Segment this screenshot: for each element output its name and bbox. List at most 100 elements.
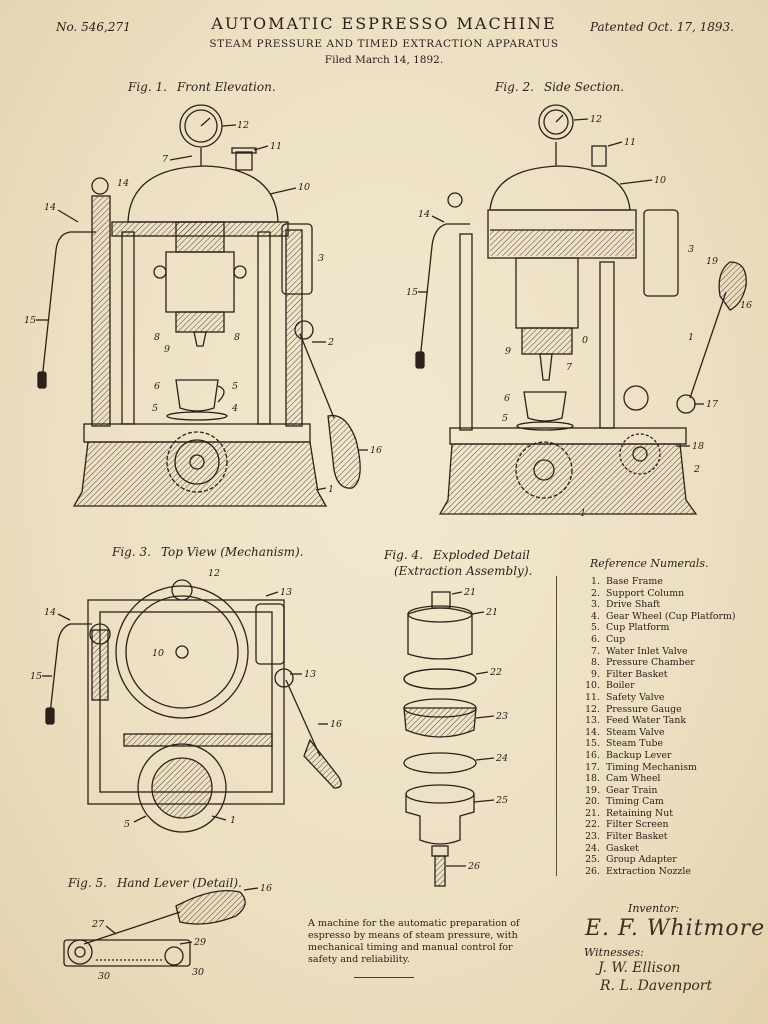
callout-0: 0 xyxy=(582,335,588,346)
fig1-title: Front Elevation. xyxy=(176,80,276,94)
fig5-end-pivot xyxy=(164,946,184,966)
fig1-number: Fig. 1. xyxy=(128,80,167,94)
fig2-caption: Fig. 2.Side Section. xyxy=(495,80,634,94)
fig1-caption: Fig. 1. Front Elevation. xyxy=(128,80,286,94)
fig1-cup xyxy=(175,379,219,412)
fig3-left-column xyxy=(91,629,109,701)
fig5-lever-handle xyxy=(175,889,246,925)
callout-17: 17 xyxy=(706,399,719,410)
fig3-number: Fig. 3. xyxy=(112,545,151,559)
fig1-lever-handle xyxy=(327,414,361,489)
callout-21a: 21 xyxy=(463,587,476,598)
fig2-lever-handle xyxy=(718,261,747,311)
callout-16: 16 xyxy=(260,883,272,894)
fig1-drawing xyxy=(37,104,361,507)
fig1-inner-column-left xyxy=(121,231,135,425)
reference-divider xyxy=(556,576,557,876)
callout-13a: 13 xyxy=(280,587,292,598)
fig3-callouts: 12 13 14 15 10 13 16 5 1 xyxy=(30,568,342,830)
filed-date: Filed March 14, 1892. xyxy=(324,54,444,66)
fig1-pressure-chamber xyxy=(165,251,235,313)
patent-number: No. 546,271 xyxy=(56,20,131,34)
callout-26: 26 xyxy=(467,861,480,872)
list-item: 6.Cup xyxy=(591,633,626,645)
callout-1a: 1 xyxy=(688,332,694,343)
patent-description: A machine for the automatic preparation … xyxy=(308,918,520,965)
inventor-signature: E. F. Whitmore xyxy=(585,916,766,941)
callout-9: 9 xyxy=(164,344,170,355)
list-item: 19.Gear Train xyxy=(585,784,658,796)
reference-list: 1.Base Frame 2.Support Column 3.Drive Sh… xyxy=(582,576,736,877)
list-item: 14.Steam Valve xyxy=(585,726,665,738)
callout-10: 10 xyxy=(654,175,666,186)
callout-22: 22 xyxy=(489,667,502,678)
fig5-title: Hand Lever (Detail). xyxy=(116,876,242,890)
fig2-pressure-chamber xyxy=(515,257,579,329)
fig1-cup-platform xyxy=(166,411,228,421)
list-item: 24.Gasket xyxy=(585,842,639,854)
fig4-extraction-nozzle xyxy=(434,855,446,887)
fig3-steam-tube xyxy=(49,623,92,715)
callout-8a: 8 xyxy=(154,332,160,343)
callout-2: 2 xyxy=(327,337,334,348)
fig5-lever-arm xyxy=(83,911,181,945)
callout-6a: 6 xyxy=(154,381,160,392)
fig5-lever-base xyxy=(63,939,191,967)
fig5-callouts: 16 27 29 30 30 xyxy=(91,883,272,982)
inventor-label: Inventor: xyxy=(628,902,680,915)
callout-5: 5 xyxy=(124,819,130,830)
fig5-pivot xyxy=(67,939,93,965)
fig4-group-adapter xyxy=(405,784,475,804)
callout-11: 11 xyxy=(270,141,282,152)
callout-5a: 5 xyxy=(152,403,158,414)
callout-16: 16 xyxy=(370,445,382,456)
fig4-callouts: 21 21 22 23 24 25 26 xyxy=(446,587,508,872)
callout-16: 16 xyxy=(740,300,752,311)
list-item: 10.Boiler xyxy=(585,680,635,692)
callout-14: 14 xyxy=(44,607,56,618)
list-item: 26.Extraction Nozzle xyxy=(585,865,691,877)
fig1-callouts: 12 11 7 10 14 14 3 15 8 8 9 2 6 5 5 16 4… xyxy=(24,120,382,495)
fig4-retaining-nut xyxy=(407,607,473,660)
list-item: 12.Pressure Gauge xyxy=(585,703,682,715)
list-item: 15.Steam Tube xyxy=(585,738,664,750)
fig3-drawing xyxy=(45,579,342,833)
list-item: 21.Retaining Nut xyxy=(585,807,674,819)
list-item: 11.Safety Valve xyxy=(585,691,665,703)
callout-15: 15 xyxy=(406,287,418,298)
fig2-filter-basket xyxy=(521,327,573,355)
fig3-gauge xyxy=(171,579,193,601)
callout-3: 3 xyxy=(688,244,694,255)
fig2-cup xyxy=(523,391,567,422)
fig4-caption: Fig. 4. Exploded Detail xyxy=(384,548,540,562)
fig3-feed-tank xyxy=(255,603,285,665)
fig1-feed-tank xyxy=(281,223,313,295)
fig3-title: Top View (Mechanism). xyxy=(160,545,304,559)
fig2-callouts: 12 11 10 14 3 19 15 16 9 7 0 1 6 5 17 18… xyxy=(406,114,752,519)
callout-23: 23 xyxy=(495,711,508,722)
callout-16: 16 xyxy=(330,719,342,730)
fig2-steam-valve xyxy=(447,192,463,208)
callout-3: 3 xyxy=(318,253,324,264)
list-item: 5.Cup Platform xyxy=(591,622,670,634)
fig4-number: Fig. 4. xyxy=(384,548,423,562)
fig3-cup-platform xyxy=(137,743,227,833)
fig2-feed-tank xyxy=(643,209,679,297)
callout-11: 11 xyxy=(624,137,636,148)
callout-1: 1 xyxy=(230,815,236,826)
fig2-nozzle xyxy=(539,353,553,381)
fig2-safety-valve xyxy=(591,145,607,167)
list-item: 7.Water Inlet Valve xyxy=(591,645,688,657)
callout-5b: 4 xyxy=(231,403,238,414)
list-item: 4.Gear Wheel (Cup Platform) xyxy=(591,610,736,622)
callout-12: 12 xyxy=(237,120,249,131)
callout-14: 14 xyxy=(418,209,430,220)
fig2-drawing xyxy=(415,104,747,515)
fig3-steam-valve xyxy=(89,623,111,645)
fig4-title: Exploded Detail xyxy=(432,548,530,562)
fig3-caption: Fig. 3. Top View (Mechanism). xyxy=(112,545,313,559)
fig2-pressure-gauge xyxy=(538,104,574,140)
list-item: 17.Timing Mechanism xyxy=(585,761,697,773)
